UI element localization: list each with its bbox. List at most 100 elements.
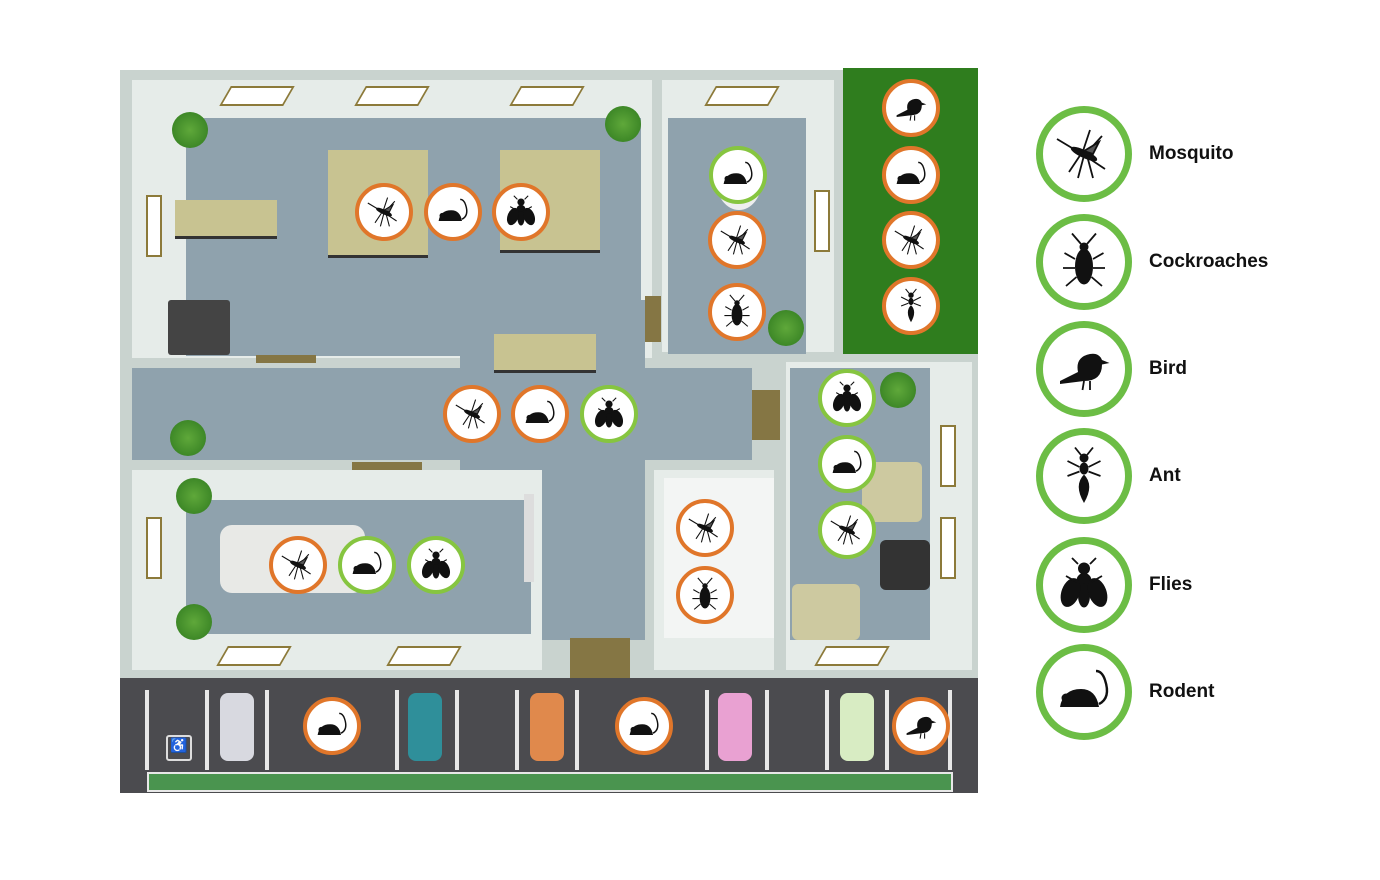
pest-marker-rodent[interactable] xyxy=(424,183,482,241)
plant xyxy=(768,310,804,346)
plant xyxy=(176,604,212,640)
pest-marker-rodent[interactable] xyxy=(709,146,767,204)
legend-item-bird: Bird xyxy=(1036,321,1187,417)
fly-icon xyxy=(503,194,539,230)
pest-marker-mosquito[interactable] xyxy=(818,501,876,559)
ant-icon xyxy=(1054,446,1114,506)
pest-marker-rodent[interactable] xyxy=(818,435,876,493)
door xyxy=(256,355,316,363)
mosquito-icon xyxy=(454,396,490,432)
rodent-icon xyxy=(435,194,471,230)
legend-item-cockroach: Cockroaches xyxy=(1036,214,1268,310)
ant-icon xyxy=(893,288,929,324)
rodent-icon xyxy=(522,396,558,432)
window xyxy=(940,517,956,579)
desk xyxy=(175,200,277,239)
cockroach-icon xyxy=(719,294,755,330)
legend-label: Ant xyxy=(1149,465,1181,486)
pest-marker-fly[interactable] xyxy=(580,385,638,443)
pest-marker-cockroach[interactable] xyxy=(708,283,766,341)
mosquito-icon xyxy=(829,512,865,548)
legend-item-mosquito: Mosquito xyxy=(1036,106,1233,202)
legend-label: Rodent xyxy=(1149,681,1215,702)
window xyxy=(146,517,162,579)
pest-marker-mosquito[interactable] xyxy=(355,183,413,241)
ceiling-light xyxy=(354,86,430,106)
plant xyxy=(170,420,206,456)
pest-marker-mosquito[interactable] xyxy=(676,499,734,557)
fly-icon xyxy=(1054,555,1114,615)
fly-icon xyxy=(829,380,865,416)
rodent-icon xyxy=(893,157,929,193)
car-orange xyxy=(530,693,564,761)
rodent-icon xyxy=(829,446,865,482)
bird-icon xyxy=(1054,339,1114,399)
rodent-icon xyxy=(1054,662,1114,722)
car-suv xyxy=(840,693,874,761)
window xyxy=(814,190,830,252)
mosquito-icon xyxy=(893,222,929,258)
legend-label: Mosquito xyxy=(1149,143,1234,164)
pest-marker-bird[interactable] xyxy=(882,79,940,137)
rodent-icon xyxy=(314,708,350,744)
legend-label: Flies xyxy=(1149,574,1193,595)
door xyxy=(645,296,661,342)
rodent-icon xyxy=(626,708,662,744)
pest-marker-mosquito[interactable] xyxy=(443,385,501,443)
pest-marker-fly[interactable] xyxy=(818,369,876,427)
plant xyxy=(880,372,916,408)
legend-label: Cockroaches xyxy=(1149,251,1269,272)
pest-marker-fly[interactable] xyxy=(407,536,465,594)
window xyxy=(940,425,956,487)
legend-item-rodent: Rodent xyxy=(1036,644,1214,740)
parking-curb-grass xyxy=(147,772,953,792)
pest-marker-bird[interactable] xyxy=(892,697,950,755)
ceiling-light xyxy=(216,646,292,666)
bird-icon xyxy=(893,90,929,126)
rodent-icon xyxy=(349,547,385,583)
armchair xyxy=(792,584,860,640)
pest-marker-fly[interactable] xyxy=(492,183,550,241)
ceiling-light xyxy=(704,86,780,106)
pest-marker-mosquito[interactable] xyxy=(882,211,940,269)
bird-icon xyxy=(903,708,939,744)
fly-icon xyxy=(418,547,454,583)
pest-marker-rodent[interactable] xyxy=(882,146,940,204)
pest-marker-rodent[interactable] xyxy=(615,697,673,755)
coffee-machine xyxy=(880,540,930,590)
ant-icon xyxy=(1036,428,1132,524)
car-pickup xyxy=(220,693,254,761)
rodent-icon xyxy=(720,157,756,193)
plant xyxy=(605,106,641,142)
pest-marker-ant[interactable] xyxy=(882,277,940,335)
pest-marker-rodent[interactable] xyxy=(303,697,361,755)
cockroach-icon xyxy=(1054,232,1114,292)
window xyxy=(146,195,162,257)
ceiling-light xyxy=(219,86,295,106)
door xyxy=(570,638,630,678)
legend-item-ant: Ant xyxy=(1036,428,1181,524)
mosquito-icon xyxy=(687,510,723,546)
mosquito-icon xyxy=(1036,106,1132,202)
door xyxy=(752,390,780,440)
legend-item-flies: Flies xyxy=(1036,537,1192,633)
car-pink xyxy=(718,693,752,761)
fly-icon xyxy=(1036,537,1132,633)
pest-marker-mosquito[interactable] xyxy=(708,211,766,269)
cockroach-icon xyxy=(1036,214,1132,310)
pest-marker-rodent[interactable] xyxy=(511,385,569,443)
pest-marker-mosquito[interactable] xyxy=(269,536,327,594)
fly-icon xyxy=(591,396,627,432)
hallway xyxy=(132,368,752,460)
screen xyxy=(524,494,534,582)
door xyxy=(352,462,422,470)
desk xyxy=(494,334,596,373)
printer xyxy=(168,300,230,355)
pest-marker-cockroach[interactable] xyxy=(676,566,734,624)
mosquito-icon xyxy=(1054,124,1114,184)
legend-label: Bird xyxy=(1149,358,1187,379)
plant xyxy=(172,112,208,148)
pest-marker-rodent[interactable] xyxy=(338,536,396,594)
mosquito-icon xyxy=(719,222,755,258)
mosquito-icon xyxy=(280,547,316,583)
